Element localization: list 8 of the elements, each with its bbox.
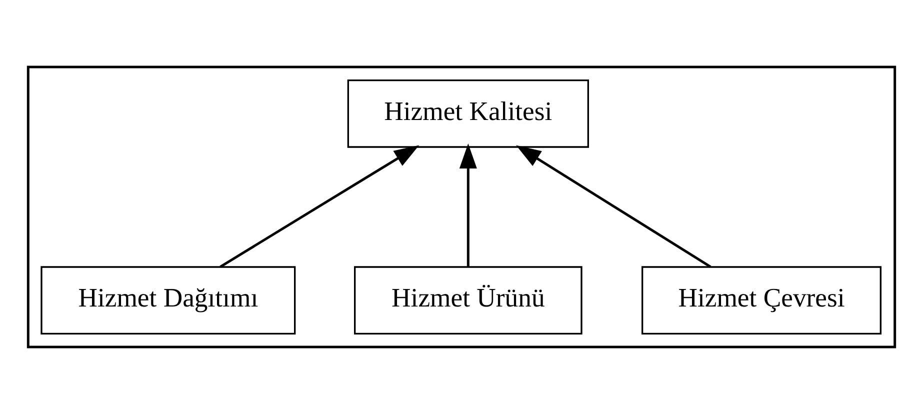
node-box: Hizmet Çevresi <box>642 266 882 334</box>
arrow <box>516 144 712 268</box>
arrow <box>220 144 420 268</box>
arrow <box>459 142 477 266</box>
node-box: Hizmet Ürünü <box>354 266 582 334</box>
node-box: Hizmet Kalitesi <box>347 79 589 148</box>
node-box: Hizmet Dağıtımı <box>40 266 296 334</box>
cluster <box>26 65 896 348</box>
